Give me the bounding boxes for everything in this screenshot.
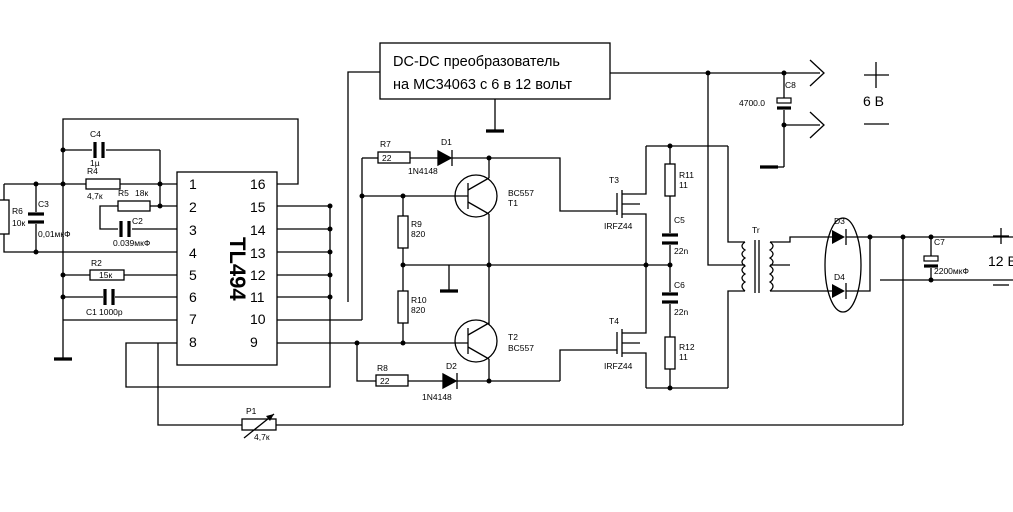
d1-ref: D1: [441, 137, 452, 147]
resistor-r10: [397, 290, 409, 324]
r2-ref: R2: [91, 258, 102, 268]
c1-ref: C1: [86, 307, 97, 317]
r4-value: 4,7к: [87, 191, 103, 201]
r5-value: 18к: [135, 188, 148, 198]
c3-ref: C3: [38, 199, 49, 209]
c7-ref: C7: [934, 237, 945, 247]
pin-13: 13: [250, 245, 266, 261]
resistor-r6: [0, 199, 10, 235]
r6-value: 10к: [12, 218, 25, 228]
tl494-ic: TL494 1 2 3 4 5 6 7 8 16 15 14 13 12 11 …: [176, 171, 278, 366]
t3-value: IRFZ44: [604, 221, 633, 231]
r6-ref: R6: [12, 206, 23, 216]
c8-value: 4700.0: [739, 98, 765, 108]
d4-ref: D4: [834, 272, 845, 282]
converter-subtitle: на MC34063 с 6 в 12 вольт: [393, 77, 572, 93]
c4-value: 1µ: [90, 158, 100, 168]
input-plus-arrow: [809, 59, 825, 87]
converter-title: DC-DC преобразователь: [393, 54, 560, 70]
ic-name: TL494: [225, 237, 250, 301]
r12-ref: R12: [679, 342, 695, 352]
t1-ref: T1: [508, 198, 518, 208]
c6-ref: C6: [674, 280, 685, 290]
r11-value: 11: [679, 180, 688, 190]
t2-ref: T2: [508, 332, 518, 342]
d3-ref: D3: [834, 216, 845, 226]
pin-8: 8: [189, 334, 197, 350]
resistor-r12: [664, 336, 676, 370]
d2-value: 1N4148: [422, 392, 452, 402]
pin-6: 6: [189, 289, 197, 305]
pin-9: 9: [250, 334, 258, 350]
r10-value: 820: [411, 305, 425, 315]
r8-ref: R8: [377, 363, 388, 373]
r2-value: 15к: [99, 270, 112, 280]
tr-ref: Tr: [752, 225, 760, 235]
pin-3: 3: [189, 222, 197, 238]
c1-value: 1000p: [99, 307, 123, 317]
pin-1: 1: [189, 176, 197, 192]
r7-value: 22: [382, 153, 392, 163]
pin-10: 10: [250, 311, 266, 327]
diode-d2: [442, 372, 458, 390]
c5-ref: C5: [674, 215, 685, 225]
r12-value: 11: [679, 352, 688, 362]
p1-value: 4,7к: [254, 432, 270, 442]
pin-16: 16: [250, 176, 266, 192]
t2-value: BC557: [508, 343, 534, 353]
transistor-t2: [454, 319, 498, 363]
r10-ref: R10: [411, 295, 427, 305]
r11-ref: R11: [679, 170, 694, 180]
potentiometer-p1: [241, 418, 277, 431]
r7-ref: R7: [380, 139, 391, 149]
input-voltage-label: 6 В: [863, 93, 884, 109]
c2-ref: C2: [132, 216, 143, 226]
c8-ref: C8: [785, 80, 796, 90]
r9-value: 820: [411, 229, 425, 239]
d1-value: 1N4148: [408, 166, 438, 176]
diode-d1: [437, 149, 453, 167]
pin-11: 11: [250, 289, 265, 305]
pin-15: 15: [250, 199, 266, 215]
t1-value: BC557: [508, 188, 534, 198]
diode-d4: [832, 284, 845, 298]
transformer-tr: [707, 73, 774, 388]
diode-d3: [832, 230, 845, 244]
pin-7: 7: [189, 311, 197, 327]
t4-value: IRFZ44: [604, 361, 633, 371]
pin-5: 5: [189, 267, 197, 283]
c7-value: 2200мкФ: [934, 266, 969, 276]
resistor-r9: [397, 215, 409, 249]
resistor-r4: [85, 178, 121, 190]
p1-ref: P1: [246, 406, 257, 416]
c6-value: 22n: [674, 307, 688, 317]
junction-dots: [33, 70, 934, 391]
c4-ref: C4: [90, 129, 101, 139]
c3-value: 0,01мкФ: [38, 229, 71, 239]
t4-ref: T4: [609, 316, 619, 326]
d2-ref: D2: [446, 361, 457, 371]
dc-dc-converter-block: DC-DC преобразователь на MC34063 с 6 в 1…: [379, 42, 611, 100]
resistor-r5: [117, 200, 151, 212]
input-minus-arrow: [809, 111, 825, 139]
pin-14: 14: [250, 222, 266, 238]
resistor-r11: [664, 163, 676, 197]
mosfet-t3: [616, 146, 647, 225]
t3-ref: T3: [609, 175, 619, 185]
mosfet-t4: [616, 310, 647, 388]
c2-value: 0.039мкФ: [113, 238, 150, 248]
pin-2: 2: [189, 199, 197, 215]
pin-4: 4: [189, 245, 197, 261]
pin-12: 12: [250, 267, 266, 283]
r9-ref: R9: [411, 219, 422, 229]
c5-value: 22n: [674, 246, 688, 256]
r8-value: 22: [380, 376, 390, 386]
r4-ref: R4: [87, 166, 98, 176]
r5-ref: R5: [118, 188, 129, 198]
rectifier-outline: [824, 217, 862, 313]
output-voltage-label: 12 В: [988, 253, 1013, 269]
